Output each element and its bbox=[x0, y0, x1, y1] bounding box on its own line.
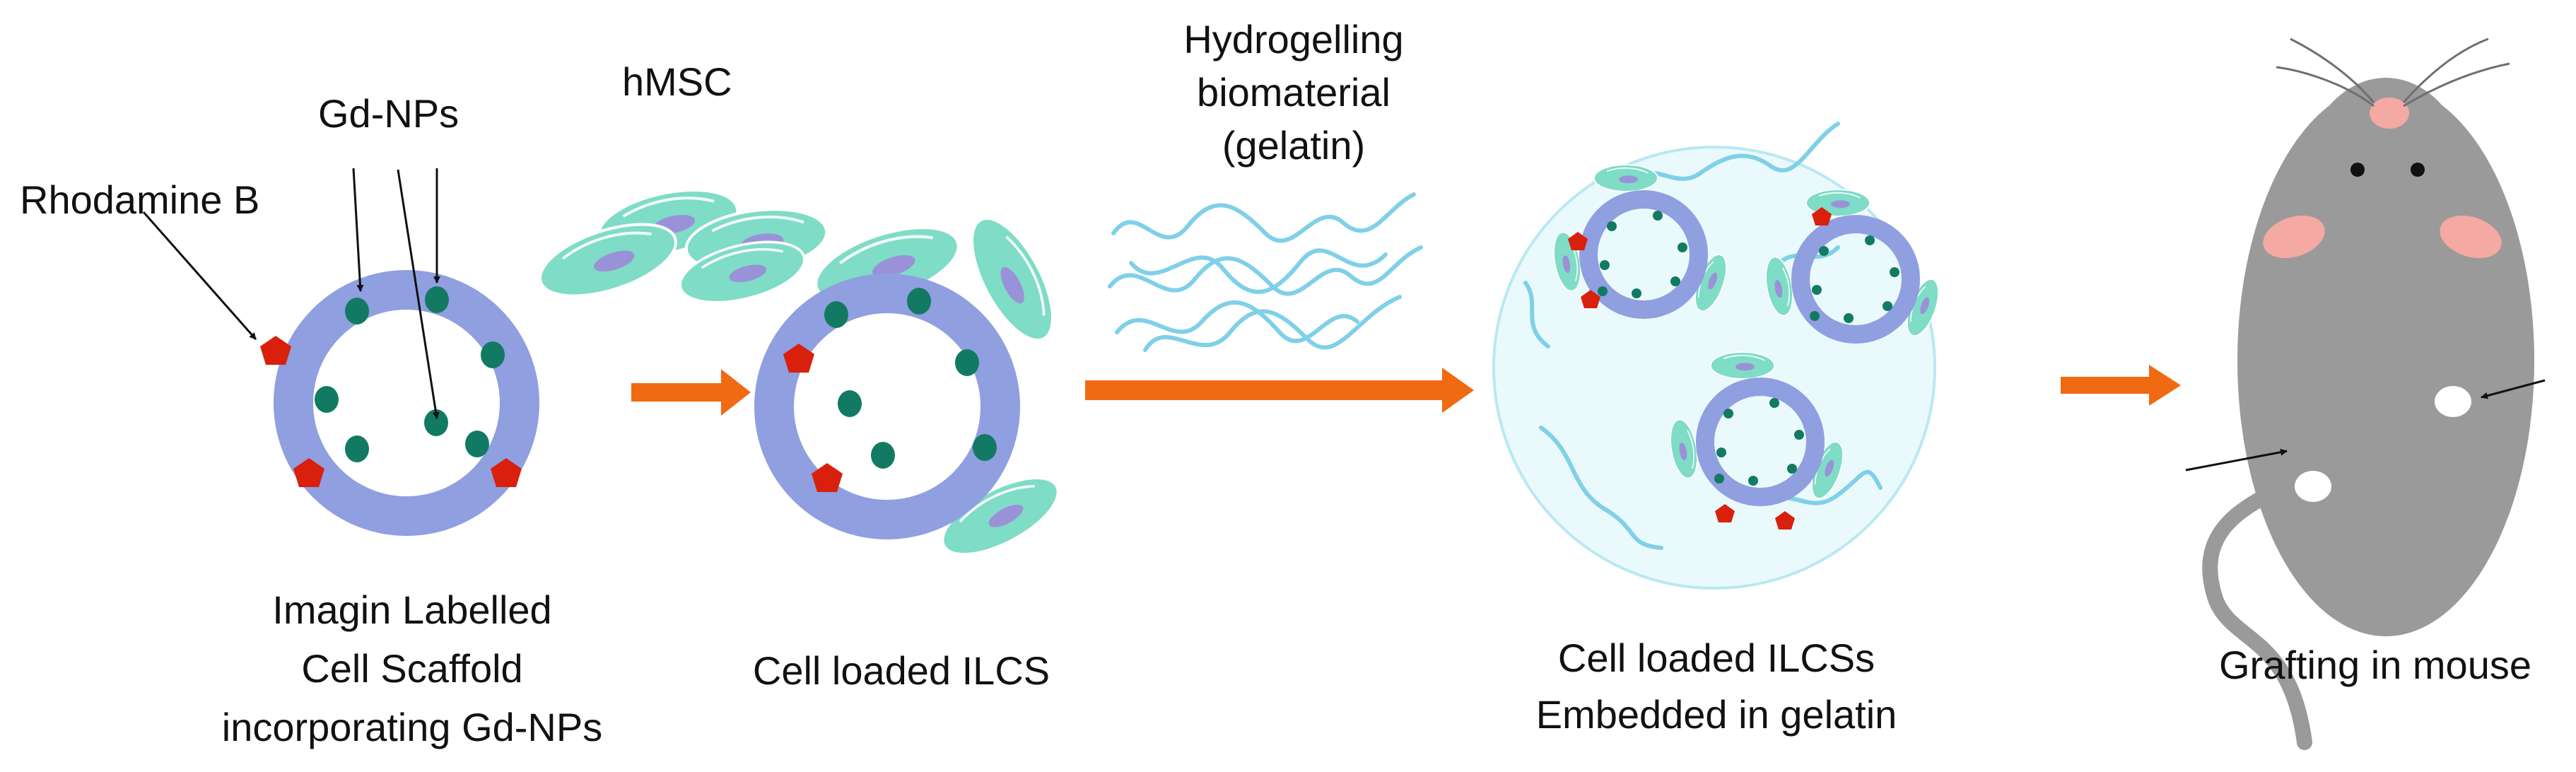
pointer-arrows bbox=[142, 168, 440, 419]
mouse-whiskers bbox=[2276, 37, 2510, 107]
process-arrow-2 bbox=[1085, 368, 1474, 413]
scaffold-caption-line3: incorporating Gd-NPs bbox=[222, 705, 602, 749]
scaffold-caption-line2: Cell Scaffold bbox=[301, 646, 522, 691]
mouse-eye-right bbox=[2411, 163, 2425, 177]
mouse-ear-left bbox=[2263, 215, 2325, 259]
process-arrow-3 bbox=[2061, 365, 2181, 406]
gd-nanoparticles bbox=[315, 286, 505, 462]
cell-loaded-ilcs bbox=[754, 205, 1071, 571]
scaffold-ring-group bbox=[260, 270, 539, 536]
gd-nps-label: Gd-NPs bbox=[318, 91, 459, 136]
rhodamine-label: Rhodamine B bbox=[20, 177, 259, 222]
hmsc-label: hMSC bbox=[622, 59, 732, 104]
embedded-caption-line2: Embedded in gelatin bbox=[1536, 692, 1897, 737]
hmsc-cells bbox=[529, 177, 832, 315]
scaffold-caption-line1: Imagin Labelled bbox=[272, 587, 551, 632]
rhodamine-markers bbox=[260, 336, 522, 487]
hydrogel-label-line3: (gelatin) bbox=[1222, 123, 1365, 168]
embedded-caption-line1: Cell loaded ILCSs bbox=[1558, 636, 1875, 680]
hydrogel-label-line2: biomaterial bbox=[1197, 70, 1391, 115]
embedded-rhodamine bbox=[1568, 207, 1832, 530]
mouse-nose bbox=[2370, 98, 2409, 129]
gelatin-fibers bbox=[1108, 192, 1423, 352]
hydrogel-label-line1: Hydrogelling bbox=[1183, 17, 1403, 62]
mouse-illustration bbox=[2202, 37, 2534, 750]
mouse-eye-left bbox=[2350, 163, 2365, 177]
grafting-caption: Grafting in mouse bbox=[2219, 643, 2531, 687]
sphere-fibers bbox=[1523, 122, 1883, 550]
process-arrow-1 bbox=[631, 369, 751, 416]
cell-loaded-caption: Cell loaded ILCS bbox=[753, 648, 1050, 693]
graft-pointer-arrows bbox=[2185, 379, 2546, 472]
mouse-head bbox=[2297, 78, 2474, 318]
scaffold-ring bbox=[274, 270, 539, 536]
graft-site-left bbox=[2295, 471, 2331, 502]
graft-site-right bbox=[2435, 386, 2471, 417]
mouse-ear-right bbox=[2440, 215, 2502, 259]
